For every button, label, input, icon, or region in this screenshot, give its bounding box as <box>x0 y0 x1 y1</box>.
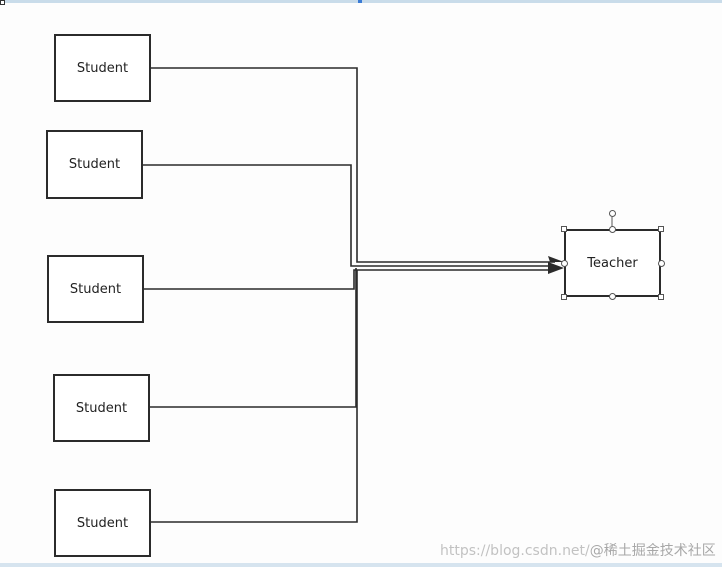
student-box-4[interactable]: Student <box>53 374 150 442</box>
resize-handle-bottom[interactable] <box>609 293 616 300</box>
resize-handle-top[interactable] <box>609 226 616 233</box>
canvas-top-marker <box>358 0 362 3</box>
watermark: https://blog.csdn.net/@稀土掘金技术社区 <box>440 540 716 560</box>
student-label: Student <box>76 60 129 76</box>
arrowhead-icon <box>548 262 564 274</box>
student-label: Student <box>76 515 129 531</box>
student-label: Student <box>75 400 128 416</box>
student-box-3[interactable]: Student <box>47 255 144 323</box>
arrowhead-icon <box>548 256 564 262</box>
resize-handle-bottom-right[interactable] <box>658 294 664 300</box>
student-box-2[interactable]: Student <box>46 130 143 199</box>
resize-handle-left[interactable] <box>561 260 568 267</box>
rotation-handle[interactable] <box>609 210 616 217</box>
canvas-bottom-border <box>0 563 722 567</box>
resize-handle-bottom-left[interactable] <box>561 294 567 300</box>
resize-handle-top-right[interactable] <box>658 226 664 232</box>
corner-marker-icon <box>0 0 5 5</box>
resize-handle-right[interactable] <box>658 260 665 267</box>
connector-student-3 <box>144 269 555 290</box>
teacher-label: Teacher <box>587 255 638 271</box>
teacher-box[interactable]: Teacher <box>564 229 661 297</box>
watermark-url: https://blog.csdn.net/ <box>440 543 590 559</box>
student-label: Student <box>68 157 121 172</box>
connector-student-2 <box>143 164 555 267</box>
student-label: Student <box>69 281 122 297</box>
connector-student-1 <box>151 67 555 263</box>
connector-student-5 <box>151 270 358 523</box>
student-box-1[interactable]: Student <box>54 34 151 102</box>
student-box-5[interactable]: Student <box>54 489 151 557</box>
resize-handle-top-left[interactable] <box>561 226 567 232</box>
watermark-brand: @稀土掘金技术社区 <box>589 543 716 559</box>
connector-student-4 <box>150 268 357 408</box>
